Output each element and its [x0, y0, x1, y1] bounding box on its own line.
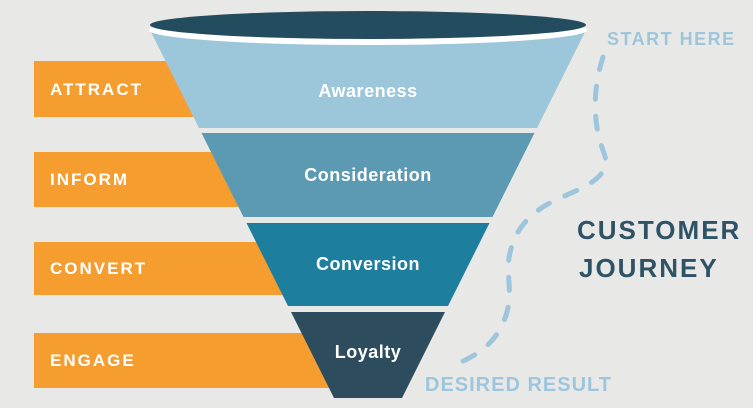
- stage-label-consideration: Consideration: [304, 165, 432, 185]
- stage-label-loyalty: Loyalty: [335, 342, 402, 362]
- customer-text: CUSTOMER: [577, 215, 741, 245]
- action-label-inform: INFORM: [50, 170, 129, 189]
- action-label-convert: CONVERT: [50, 259, 147, 278]
- funnel-stage-consideration: [201, 133, 535, 217]
- stage-label-awareness: Awareness: [318, 81, 417, 101]
- desired-result-label: DESIRED RESULT: [425, 374, 612, 396]
- stage-label-conversion: Conversion: [316, 254, 420, 274]
- start-here-text: START HERE: [607, 29, 736, 49]
- funnel-top-opening: [150, 11, 586, 39]
- desired-result-text: DESIRED RESULT: [425, 374, 612, 396]
- funnel-stage-loyalty: [291, 312, 445, 398]
- action-label-engage: ENGAGE: [50, 351, 136, 370]
- customer-journey-label-line2: JOURNEY: [579, 253, 719, 283]
- journey-text: JOURNEY: [579, 253, 719, 283]
- funnel-bands: [150, 30, 586, 398]
- journey-dashed-path: [454, 54, 609, 367]
- start-here-label: START HERE: [607, 29, 736, 49]
- action-label-attract: ATTRACT: [50, 80, 143, 99]
- funnel-stage-awareness: [150, 30, 586, 128]
- funnel-stage-conversion: [246, 223, 490, 306]
- customer-journey-label-line1: CUSTOMER: [577, 215, 741, 245]
